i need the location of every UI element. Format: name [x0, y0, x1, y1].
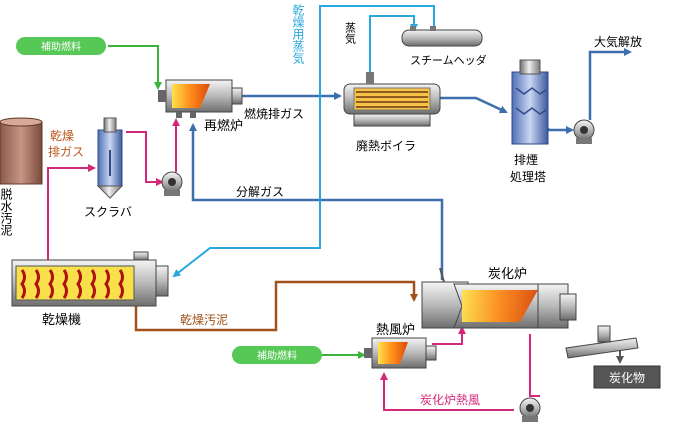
decomp-gas-line	[189, 123, 444, 280]
reburner-label: 再燃炉	[204, 118, 243, 134]
dry-exhaust-label-2: 排ガス	[48, 145, 84, 159]
decomp-gas-label: 分解ガス	[236, 185, 284, 199]
drying-steam-line	[172, 5, 435, 278]
release-line	[588, 48, 632, 120]
exhaust-tower-label-1: 排煙	[514, 153, 538, 167]
scrubber-label: スクラバ	[84, 205, 132, 219]
release-fan	[573, 119, 595, 144]
scrubber-fan	[161, 171, 183, 196]
dryer-screws	[20, 269, 124, 299]
aux-fuel-label-2: 補助燃料	[257, 349, 297, 362]
dewatered-sludge-label: 脱水汚泥	[0, 187, 13, 236]
dried-sludge-label: 乾燥汚泥	[180, 313, 228, 327]
hot-air-fan	[519, 397, 541, 422]
waste-heat-boiler	[343, 72, 441, 127]
dryer-label: 乾燥機	[42, 313, 81, 328]
dried-sludge-line	[134, 280, 418, 332]
hot-air-return-line	[529, 334, 540, 397]
aux-fuel-badge-1: 補助燃料	[16, 37, 106, 55]
dry-exhaust-label-1: 乾燥	[50, 129, 74, 143]
combustion-exhaust-label: 燃焼排ガス	[244, 106, 304, 121]
dry-exhaust-line	[47, 164, 96, 262]
aux-fuel-label-1: 補助燃料	[41, 40, 81, 53]
waste-heat-boiler-label: 廃熱ボイラ	[356, 138, 416, 153]
carbonizer-label: 炭化炉	[488, 267, 527, 282]
hot-air-furnace-label: 熱風炉	[376, 323, 415, 338]
carbonizer	[421, 267, 639, 359]
carbonizer-hot-air-label: 炭化炉熱風	[420, 393, 480, 407]
steam-label: 蒸気	[344, 22, 357, 45]
sludge-tank	[0, 117, 43, 185]
scrubber	[96, 117, 124, 199]
exhaust-tower	[511, 59, 549, 145]
scrubber-fan-line	[126, 131, 164, 186]
char-label: 炭化物	[609, 371, 645, 385]
char-box: 炭化物	[593, 365, 661, 389]
release-label: 大気解放	[594, 34, 642, 49]
hot-air-line	[432, 326, 466, 345]
aux-fuel-badge-2: 補助燃料	[232, 346, 322, 364]
exhaust-tower-label-2: 処理塔	[510, 170, 546, 184]
tower-fan-line	[546, 126, 574, 134]
steam-header	[401, 26, 483, 47]
steam-header-label: スチームヘッダ	[410, 53, 487, 67]
steam-up-line	[369, 15, 418, 78]
hot-air-furnace	[364, 337, 437, 369]
hot-air-return-line-2	[380, 372, 514, 411]
reburner	[158, 79, 243, 118]
dryer	[11, 251, 169, 307]
drying-steam-label: 乾燥用蒸気	[291, 4, 305, 65]
boiler-tower-line	[440, 96, 508, 114]
aux-fuel-line-1	[108, 45, 162, 90]
